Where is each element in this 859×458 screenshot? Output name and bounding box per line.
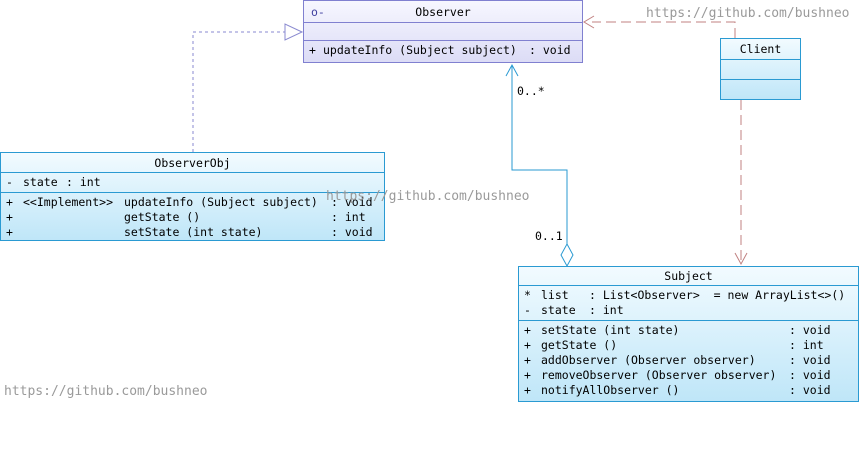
subject-class[interactable]: Subject * list : List<Observer> = new Ar… (518, 266, 859, 402)
attribute-type: : int (66, 175, 101, 189)
subject-attributes: * list : List<Observer> = new ArrayList<… (519, 286, 858, 320)
attribute-visibility: - (6, 175, 13, 189)
method-row: + setState (int state) : void (524, 323, 853, 338)
method-visibility: + (524, 353, 531, 367)
observer-title: Observer (415, 5, 471, 19)
method-row: + <<Implement>> updateInfo (Subject subj… (6, 195, 379, 210)
multiplicity-subject-end: 0..1 (535, 229, 563, 243)
watermark-center: https://github.com/bushneo (326, 189, 530, 204)
realization-line (192, 31, 285, 152)
method-signature: setState (int state) (541, 323, 680, 337)
attribute-name: state (23, 175, 58, 189)
client-title: Client (721, 39, 800, 60)
client-class[interactable]: Client (720, 38, 801, 100)
attribute-visibility: - (524, 303, 531, 317)
method-signature: updateInfo (Subject subject) (323, 43, 517, 57)
watermark-top-right: https://github.com/bushneo (646, 6, 850, 21)
method-row: + setState (int state) : void (6, 225, 379, 240)
observer-header: o- Observer (304, 1, 582, 23)
method-return-type: : void (789, 368, 831, 382)
method-signature: getState () (541, 338, 618, 352)
method-visibility: + (6, 195, 13, 209)
observer-interface[interactable]: o- Observer + updateInfo (Subject subjec… (303, 0, 583, 63)
method-row: + addObserver (Observer observer) : void (524, 353, 853, 368)
method-visibility: + (6, 210, 13, 224)
method-row: + getState () : int (6, 210, 379, 225)
client-attributes (721, 60, 800, 80)
method-row: + getState () : int (524, 338, 853, 353)
observer-obj-class[interactable]: ObserverObj - state : int + <<Implement>… (0, 152, 385, 241)
method-return-type: : int (331, 210, 366, 224)
method-visibility: + (524, 368, 531, 382)
method-row: + notifyAllObserver () : void (524, 383, 853, 398)
attribute-name: list (541, 288, 569, 302)
method-stereotype: <<Implement>> (23, 195, 114, 209)
method-return-type: : void (789, 353, 831, 367)
method-signature: setState (int state) (124, 225, 263, 239)
method-return-type: : void (529, 43, 571, 57)
method-return-type: : void (789, 323, 831, 337)
method-signature: updateInfo (Subject subject) (124, 195, 318, 209)
attribute-type: : int (589, 303, 624, 317)
method-signature: getState () (124, 210, 201, 224)
multiplicity-observer-end: 0..* (517, 84, 545, 98)
client-observer-arrowhead (583, 15, 595, 29)
attribute-row: * list : List<Observer> = new ArrayList<… (524, 288, 853, 303)
method-visibility: + (524, 383, 531, 397)
interface-lollipop-icon: o- (311, 5, 325, 19)
method-signature: notifyAllObserver () (541, 383, 680, 397)
observer-methods: + updateInfo (Subject subject) : void (304, 41, 582, 60)
method-visibility: + (6, 225, 13, 239)
subject-title: Subject (519, 267, 858, 286)
method-return-type: : int (789, 338, 824, 352)
method-signature: addObserver (Observer observer) (541, 353, 756, 367)
attribute-visibility: * (524, 288, 531, 302)
observer-obj-title: ObserverObj (1, 153, 384, 173)
observer-obj-methods: + <<Implement>> updateInfo (Subject subj… (1, 192, 384, 242)
aggregation-line (511, 65, 568, 244)
method-return-type: : void (331, 195, 373, 209)
method-signature: removeObserver (Observer observer) (541, 368, 777, 382)
aggregation-arrowhead (505, 63, 519, 77)
observer-attributes (304, 23, 582, 41)
attribute-name: state (541, 303, 576, 317)
client-observer-dependency-line (592, 21, 736, 38)
method-visibility: + (309, 43, 316, 57)
realization-arrowhead (284, 23, 304, 41)
attribute-row: - state : int (6, 175, 379, 190)
client-subject-arrowhead (734, 252, 748, 266)
observer-obj-attributes: - state : int (1, 173, 384, 192)
method-return-type: : void (789, 383, 831, 397)
method-visibility: + (524, 338, 531, 352)
method-row: + removeObserver (Observer observer) : v… (524, 368, 853, 383)
observer-method-row: + updateInfo (Subject subject) : void (309, 43, 577, 58)
method-return-type: : void (331, 225, 373, 239)
connectors (192, 15, 748, 268)
method-visibility: + (524, 323, 531, 337)
aggregation-diamond (560, 242, 574, 268)
watermark-bottom-left: https://github.com/bushneo (4, 384, 208, 399)
attribute-type: : List<Observer> = new ArrayList<>() (589, 288, 846, 302)
attribute-row: - state : int (524, 303, 853, 318)
subject-methods: + setState (int state) : void + getState… (519, 320, 858, 400)
